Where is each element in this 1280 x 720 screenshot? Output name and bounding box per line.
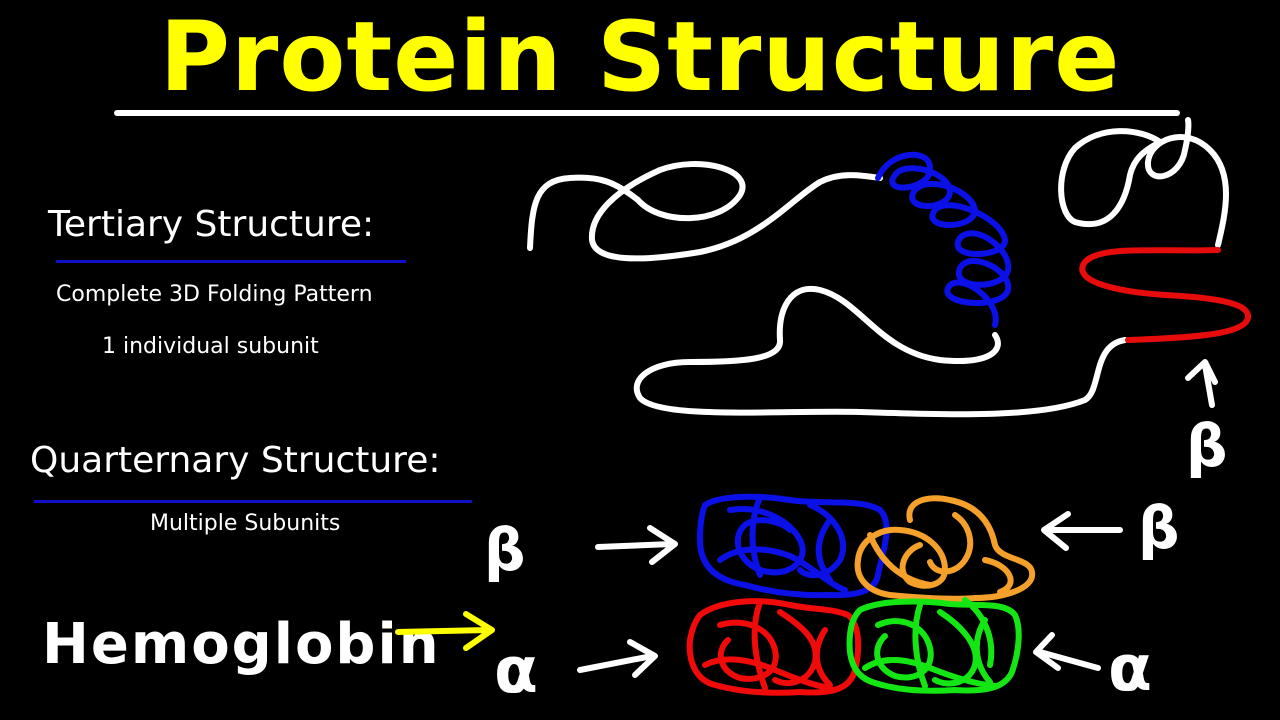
alpha-subunit-red xyxy=(686,598,862,696)
beta-right-label: β xyxy=(1138,494,1180,562)
tertiary-rule xyxy=(56,260,406,263)
backbone-chain-top-right xyxy=(1058,117,1229,248)
beta-subunit-blue xyxy=(697,493,890,599)
quaternary-line-1: Multiple Subunits xyxy=(150,511,341,536)
beta-sheet-label: β xyxy=(1186,412,1228,480)
tertiary-line-2: 1 individual subunit xyxy=(102,334,319,359)
alpha-left-label: α xyxy=(494,634,538,708)
hemoglobin-arrow xyxy=(395,611,495,651)
quaternary-heading: Quarternary Structure: xyxy=(30,440,441,481)
quaternary-rule xyxy=(34,500,472,503)
hemoglobin-label: Hemoglobin xyxy=(42,612,441,677)
beta-right-arrow xyxy=(1041,511,1123,551)
title-underline xyxy=(114,110,1180,116)
alpha-subunit-green xyxy=(846,597,1022,694)
tertiary-line-1: Complete 3D Folding Pattern xyxy=(56,282,373,307)
alpha-right-label: α xyxy=(1108,632,1152,706)
tertiary-heading: Tertiary Structure: xyxy=(48,204,375,245)
beta-left-arrow xyxy=(595,525,678,565)
page-title: Protein Structure xyxy=(159,1,1121,113)
backbone-chain-left xyxy=(527,161,883,262)
beta-sheet xyxy=(1079,247,1252,343)
beta-left-label: β xyxy=(484,516,526,584)
alpha-right-arrow xyxy=(1033,632,1101,671)
beta-sheet-arrow xyxy=(1185,359,1218,408)
alpha-left-arrow xyxy=(577,639,658,678)
beta-subunit-orange xyxy=(854,495,1036,602)
backbone-chain-lower xyxy=(633,285,1128,418)
alpha-helix xyxy=(875,151,1012,328)
